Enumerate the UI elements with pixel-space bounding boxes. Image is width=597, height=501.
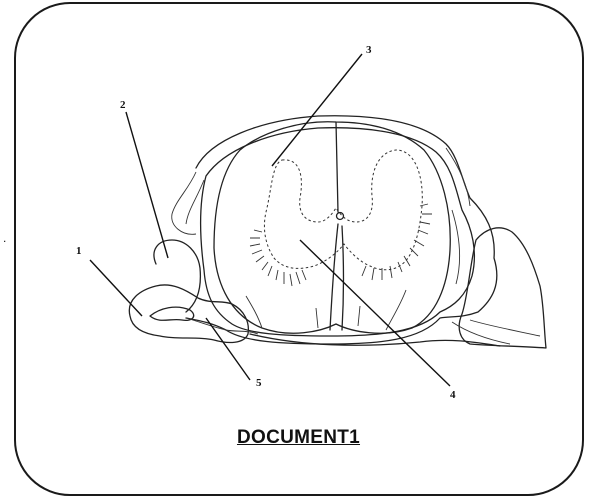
leader-3 (272, 54, 362, 166)
left-tissue-upper (154, 240, 200, 312)
envelope-fold (172, 172, 204, 234)
label-4: 4 (450, 389, 456, 401)
left-tissue-body (129, 285, 248, 343)
rootlets-left (250, 230, 306, 286)
ventral-band (250, 334, 500, 346)
leader-1 (90, 260, 142, 316)
leader-5 (206, 318, 250, 380)
label-2: 2 (120, 99, 126, 111)
right-tissue (459, 228, 546, 348)
leader-4 (300, 240, 450, 386)
document-caption: DOCUMENT1 (0, 427, 597, 449)
label-5: 5 (256, 377, 262, 389)
envelope-fold-right (446, 148, 470, 284)
rootlets-right (362, 204, 432, 280)
label-3: 3 (366, 44, 372, 56)
leader-2 (126, 112, 168, 258)
median-septum (336, 122, 338, 212)
anterior-fissure (330, 224, 344, 330)
ventral-strands (246, 290, 406, 330)
label-1: 1 (76, 245, 82, 257)
